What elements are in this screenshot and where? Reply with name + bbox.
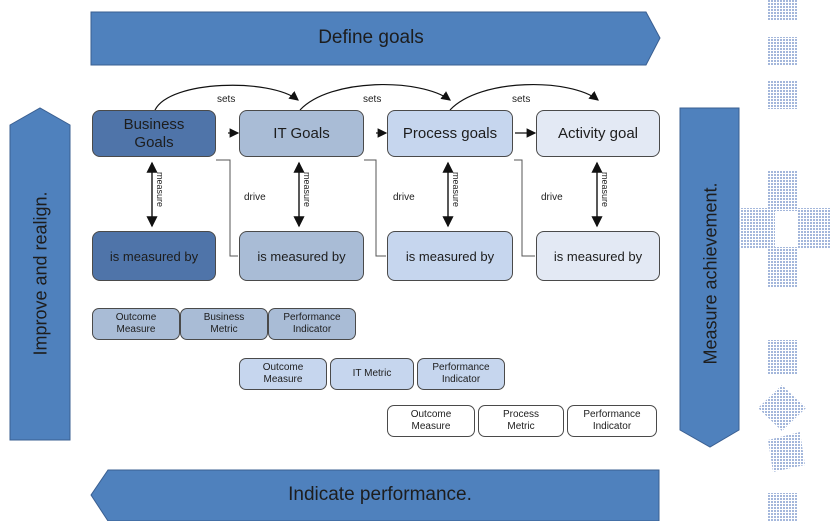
top-banner-label: Define goals [318,27,424,48]
drive-connector-2 [216,159,238,257]
goal-box-it: IT Goals [239,110,364,157]
metric-process-metric: Process Metric [478,405,564,437]
goal-box-business: Business Goals [92,110,216,157]
measured-by-label: is measured by [257,248,346,264]
goal-box-process: Process goals [387,110,513,157]
sets-arc-2 [299,84,451,111]
metric-business-metric: Business Metric [180,308,268,340]
measured-by-label: is measured by [405,248,495,264]
measure-label: measure [155,172,165,208]
decorative-pattern [739,0,830,521]
measure-label: measure [302,172,312,208]
drive-label: drive [393,192,415,203]
left-banner-arrow [9,107,71,441]
goal-label: Business Goals [123,115,185,151]
sets-arc-3 [449,84,599,111]
goal-label: Process goals [402,124,498,142]
bottom-banner-arrow [90,469,660,521]
metric-performance-indicator: Performance Indicator [567,405,657,437]
sets-label: sets [363,94,382,105]
measured-by-box-process: is measured by [387,231,513,281]
drive-label: drive [541,192,563,203]
measured-by-box-activity: is measured by [536,231,660,281]
sets-label: sets [217,94,236,105]
sets-arc-1 [154,84,299,111]
goal-label: Activity goal [557,124,639,142]
sets-label: sets [512,94,531,105]
goal-box-activity: Activity goal [536,110,660,157]
measured-by-label: is measured by [109,248,199,264]
top-banner-arrow [90,11,661,66]
right-banner-label: Measure achievement. [700,182,721,365]
measured-by-label: is measured by [553,248,643,264]
metric-performance-indicator: Performance Indicator [417,358,505,390]
bottom-banner-label: Indicate performance. [288,484,472,505]
drive-connector-4 [514,159,535,257]
metric-outcome-measure: Outcome Measure [239,358,327,390]
metric-outcome-measure: Outcome Measure [92,308,180,340]
goal-label: IT Goals [273,124,330,142]
drive-connector-3 [364,159,386,257]
measured-by-box-it: is measured by [239,231,364,281]
left-banner-label: Improve and realign. [30,191,51,356]
metric-performance-indicator: Performance Indicator [268,308,356,340]
measure-label: measure [600,172,610,208]
measure-label: measure [451,172,461,208]
drive-label: drive [244,192,266,203]
metric-it-metric: IT Metric [330,358,414,390]
metric-outcome-measure: Outcome Measure [387,405,475,437]
measured-by-box-business: is measured by [92,231,216,281]
right-banner-arrow [679,107,740,448]
